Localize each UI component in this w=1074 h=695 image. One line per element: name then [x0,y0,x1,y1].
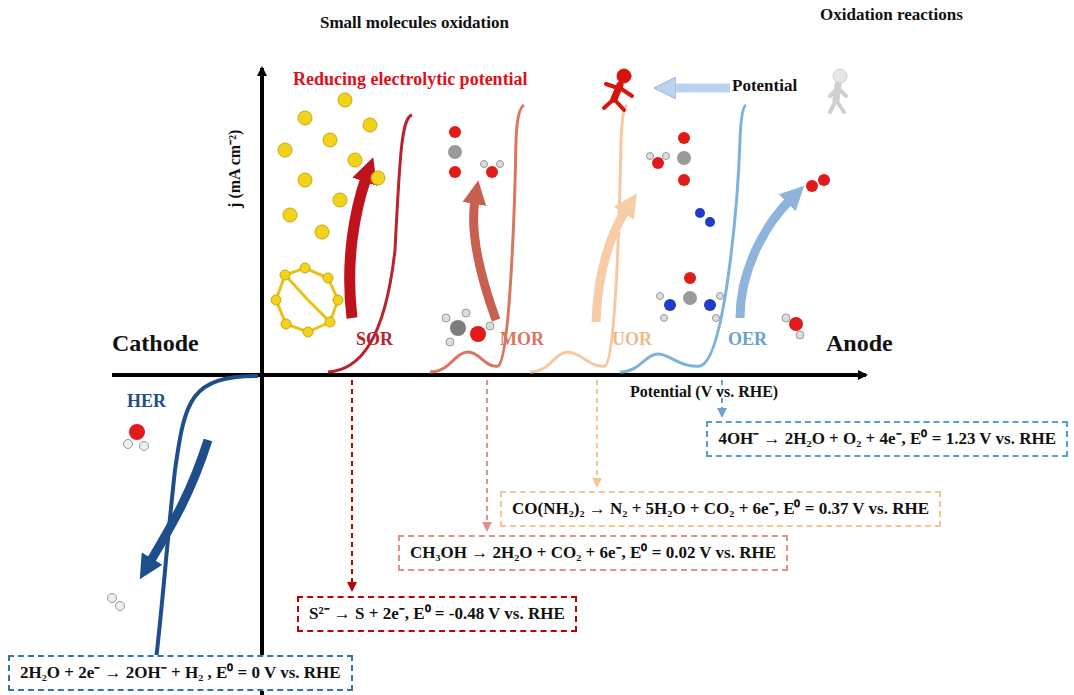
equation-text: 2H₂O + 2e⁻ → 2OH⁻ + H₂ , E⁰ = 0 V vs. RH… [20,663,341,682]
equation-text: 4OH⁻ → 2H₂O + O₂ + 4e⁻, E⁰ = 1.23 V vs. … [718,429,1056,448]
electrode-label: Cathode [112,330,199,356]
annotation: Reducing electrolytic potential [293,70,528,90]
electrode-label: Anode [826,330,893,356]
oer-equation-box: 4OH⁻ → 2H₂O + O₂ + 4e⁻, E⁰ = 1.23 V vs. … [706,421,1068,457]
sor-equation-box: S²⁻ → S + 2e⁻, E⁰ = -0.48 V vs. RHE [297,596,577,632]
curve-label: OER [728,330,767,350]
axis-label: Potential (V vs. RHE) [630,383,778,401]
curve-label: UOR [612,330,652,350]
heading: Oxidation reactions [820,6,963,25]
curve-label: HER [127,392,166,412]
heading: Small molecules oxidation [320,14,509,33]
equation-text: CH₃OH → 2H₂O + CO₂ + 6e⁻, E⁰ = 0.02 V vs… [410,543,776,562]
curve-label: MOR [500,330,544,350]
equation-text: S²⁻ → S + 2e⁻, E⁰ = -0.48 V vs. RHE [309,604,565,623]
axis-label: j (mA cm⁻²) [226,130,244,208]
curve-label: SOR [356,330,393,350]
equation-text: CO(NH₂)₂ → N₂ + 5H₂O + CO₂ + 6e⁻, E⁰ = 0… [512,499,929,518]
her-equation-box: 2H₂O + 2e⁻ → 2OH⁻ + H₂ , E⁰ = 0 V vs. RH… [8,655,353,691]
annotation: Potential [732,77,797,96]
mor-equation-box: CH₃OH → 2H₂O + CO₂ + 6e⁻, E⁰ = 0.02 V vs… [398,535,788,571]
uor-equation-box: CO(NH₂)₂ → N₂ + 5H₂O + CO₂ + 6e⁻, E⁰ = 0… [500,491,941,527]
